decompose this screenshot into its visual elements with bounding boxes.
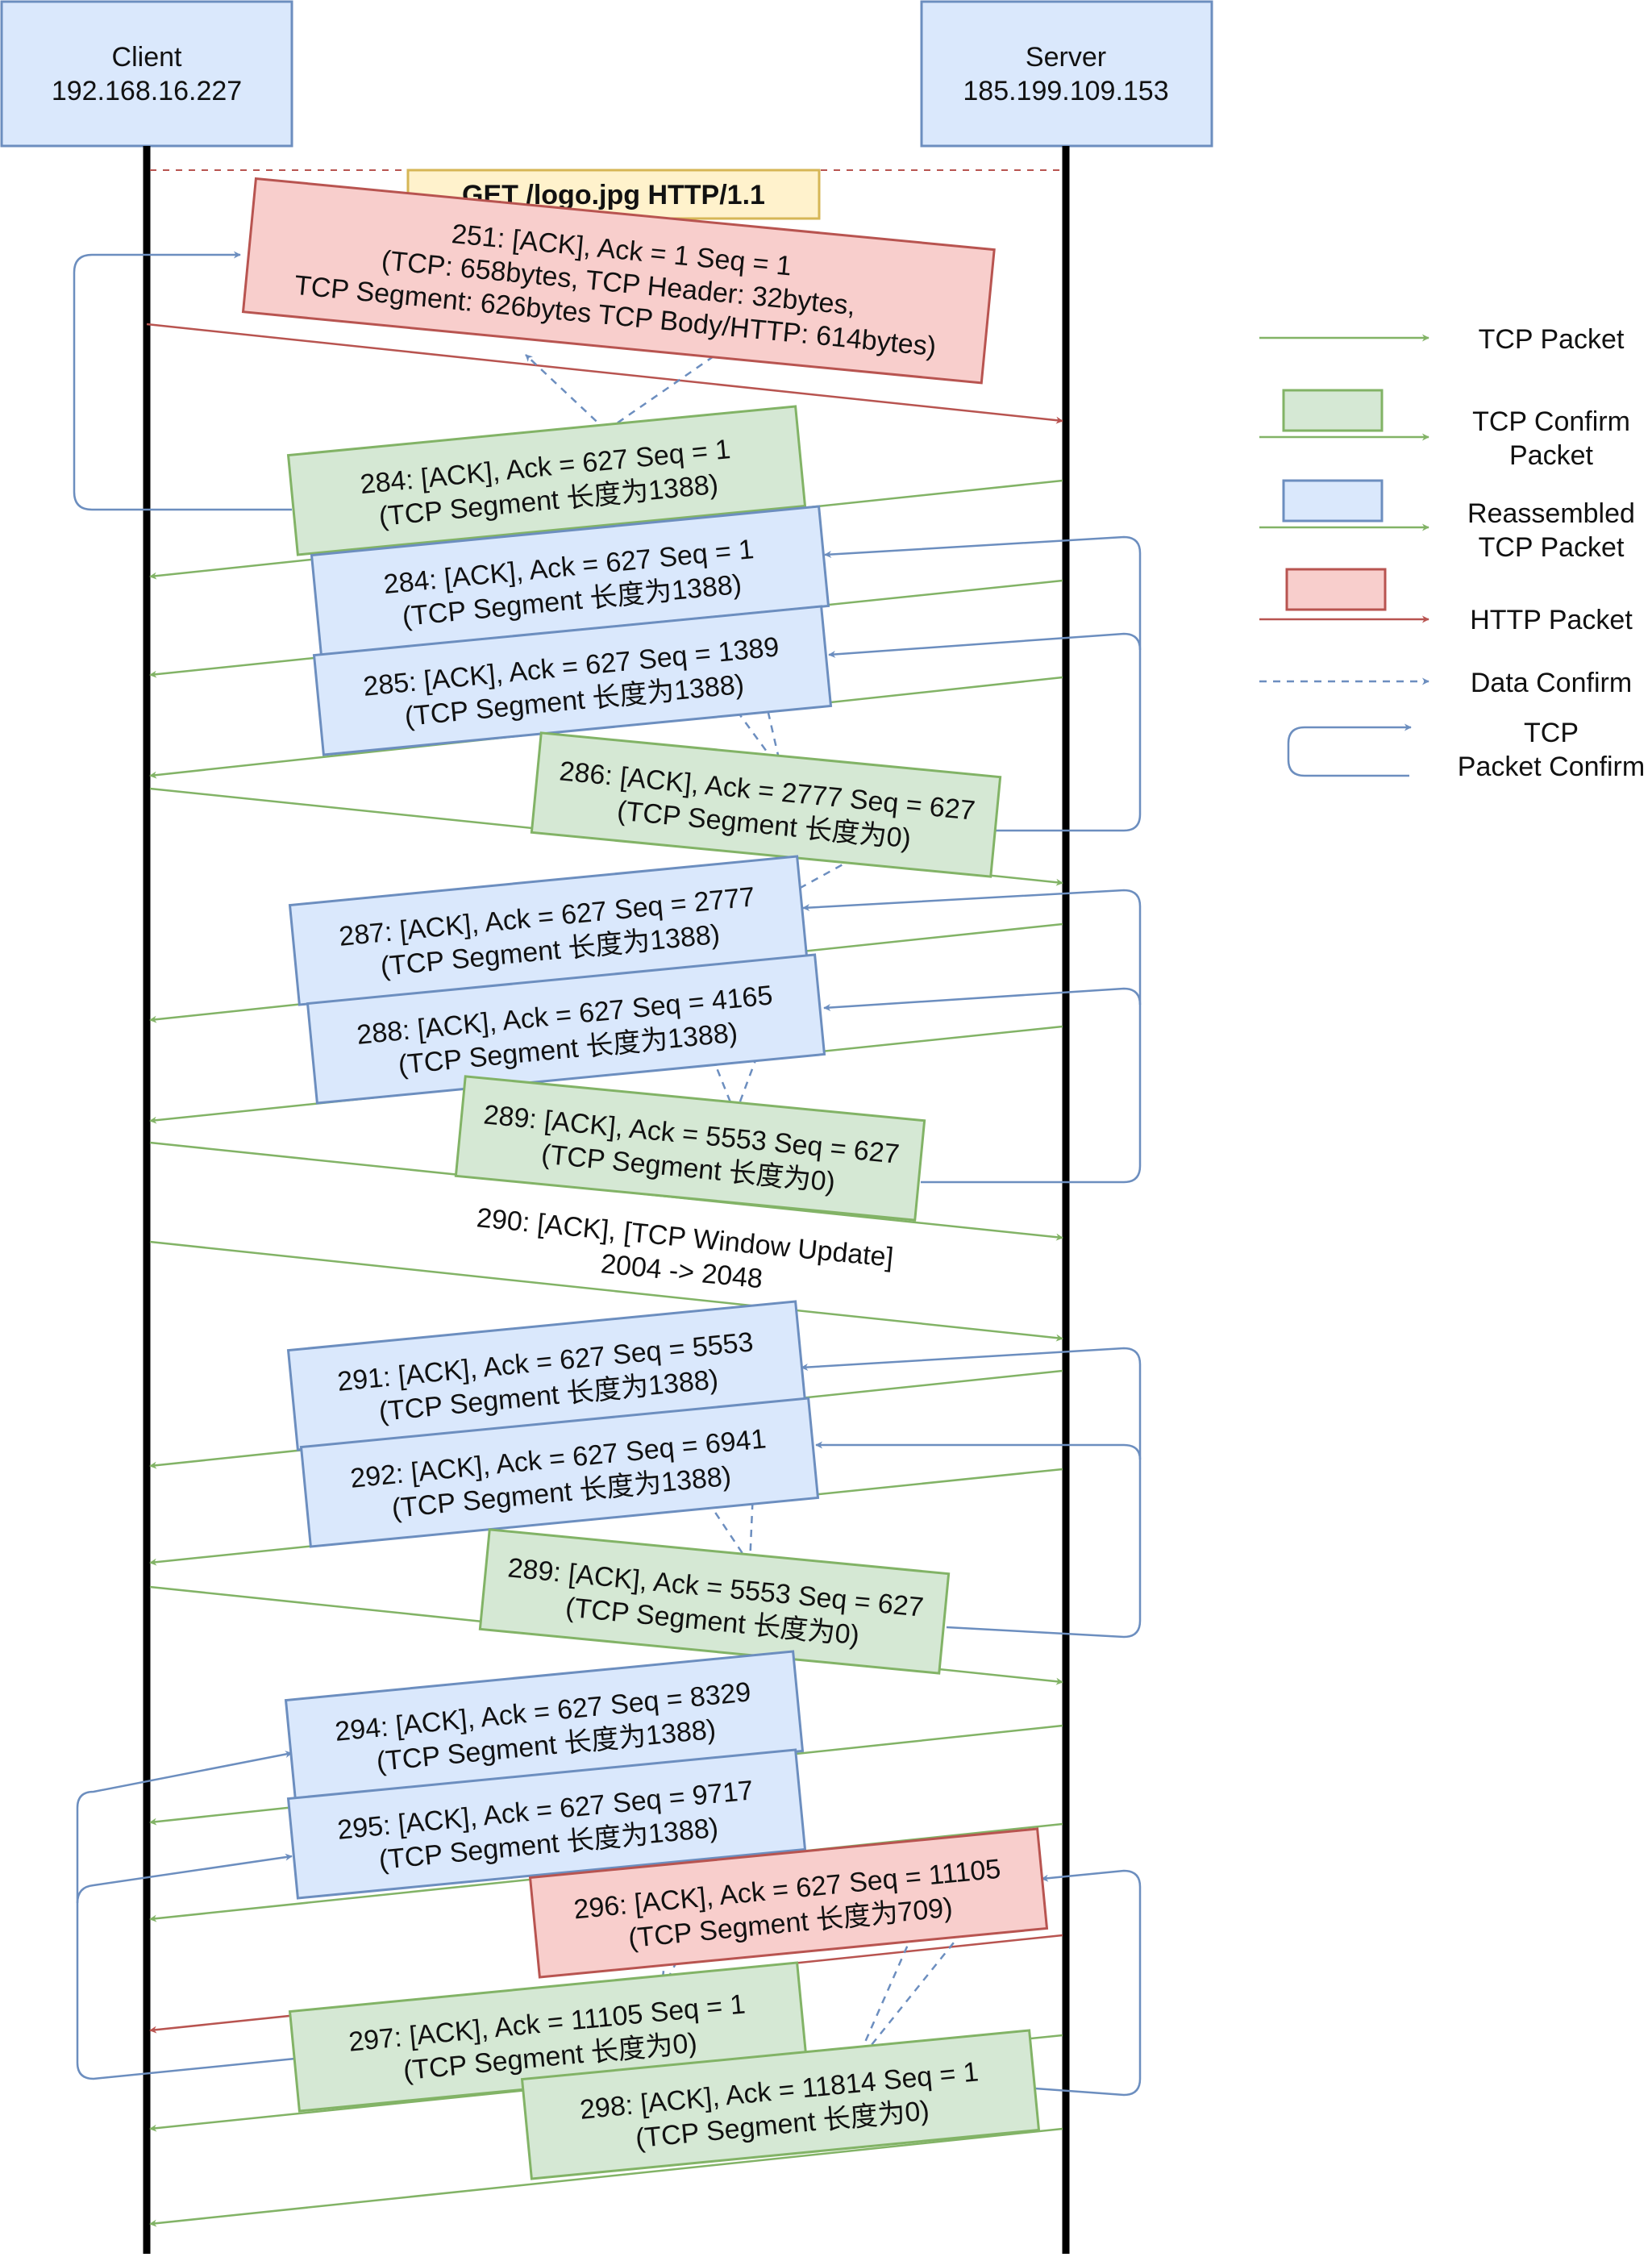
server-ip: 185.199.109.153 <box>963 76 1168 106</box>
packet-296: 296: [ACK], Ack = 627 Seq = 11105 (TCP S… <box>528 1827 1049 1979</box>
legend-label: Data Confirm <box>1471 668 1632 698</box>
packet-284-confirm: 284: [ACK], Ack = 627 Seq = 1 (TCP Segme… <box>286 405 807 556</box>
legend-label: Reassembled <box>1467 498 1635 529</box>
legend-label: TCP Confirm <box>1472 406 1630 437</box>
confirm-connectors <box>73 251 1142 2097</box>
server-name: Server <box>1026 42 1106 73</box>
packet-289-first: 289: [ACK], Ack = 5553 Seq = 627 (TCP Se… <box>454 1075 926 1222</box>
packet-290-window-update: 290: [ACK], [TCP Window Update] 2004 -> … <box>475 1202 894 1294</box>
packet-292: 292: [ACK], Ack = 627 Seq = 6941 (TCP Se… <box>299 1397 820 1548</box>
participant-server: Server 185.199.109.153 <box>920 0 1213 148</box>
packet-285: 285: [ACK], Ack = 627 Seq = 1389 (TCP Se… <box>312 605 833 756</box>
packet-286: 286: [ACK], Ack = 2777 Seq = 627 (TCP Se… <box>530 731 1002 878</box>
participant-client: Client 192.168.16.227 <box>0 0 293 148</box>
legend-blue-box-icon <box>1282 479 1384 523</box>
arrow-tcp <box>149 2127 1063 2227</box>
legend-label: HTTP Packet <box>1470 605 1633 635</box>
legend: TCP Packet TCP Confirm Packet Reassemble… <box>1259 324 1645 782</box>
data-confirm <box>525 354 607 431</box>
connector-289a-to-287 <box>802 889 1142 1184</box>
legend-tcp-packet-confirm: TCP Packet Confirm <box>1287 718 1645 782</box>
legend-label: TCP Packet <box>1479 532 1625 563</box>
packet-251: 251: [ACK], Ack = 1 Seq = 1 (TCP: 658byt… <box>241 177 996 385</box>
connector-298-to-296 <box>1034 1869 1142 2097</box>
packet-298: 298: [ACK], Ack = 11814 Seq = 1 (TCP Seg… <box>520 2029 1041 2180</box>
packet-289-second: 289: [ACK], Ack = 5553 Seq = 627 (TCP Se… <box>478 1528 951 1675</box>
connector-284-to-251 <box>73 251 292 511</box>
connector-297-to-295 <box>76 1853 293 1904</box>
client-ip: 192.168.16.227 <box>52 76 242 106</box>
connector-289a-to-288 <box>823 987 1142 1011</box>
legend-tcp-packet: TCP Packet <box>1259 324 1625 355</box>
legend-http-packet: HTTP Packet <box>1259 568 1633 635</box>
legend-label: Packet <box>1509 440 1593 471</box>
data-confirm <box>751 649 784 773</box>
arrow-http-request <box>146 323 1063 424</box>
connector-297-to-294 <box>76 1751 296 2080</box>
connector-289b-to-292 <box>815 1441 1142 1460</box>
packet-boxes: 251: [ACK], Ack = 1 Seq = 1 (TCP: 658byt… <box>241 177 1049 2180</box>
connector-286-to-284 <box>824 535 1142 832</box>
arrow-tcp <box>149 1240 1063 1342</box>
data-confirm <box>748 1454 759 1565</box>
legend-reassembled-tcp-packet: Reassembled TCP Packet <box>1259 479 1635 563</box>
legend-label: Packet Confirm <box>1458 752 1645 782</box>
connector-289b-to-291 <box>801 1347 1142 1639</box>
legend-data-confirm: Data Confirm <box>1259 668 1632 698</box>
legend-label: TCP <box>1524 718 1579 748</box>
legend-label: TCP Packet <box>1479 324 1625 355</box>
legend-red-box-icon <box>1285 568 1387 611</box>
legend-tcp-confirm-packet: TCP Confirm Packet <box>1259 389 1630 471</box>
legend-green-box-icon <box>1282 389 1384 432</box>
client-name: Client <box>112 42 182 73</box>
legend-loop-arrow-icon <box>1287 723 1412 777</box>
connector-286-to-285 <box>828 632 1142 658</box>
